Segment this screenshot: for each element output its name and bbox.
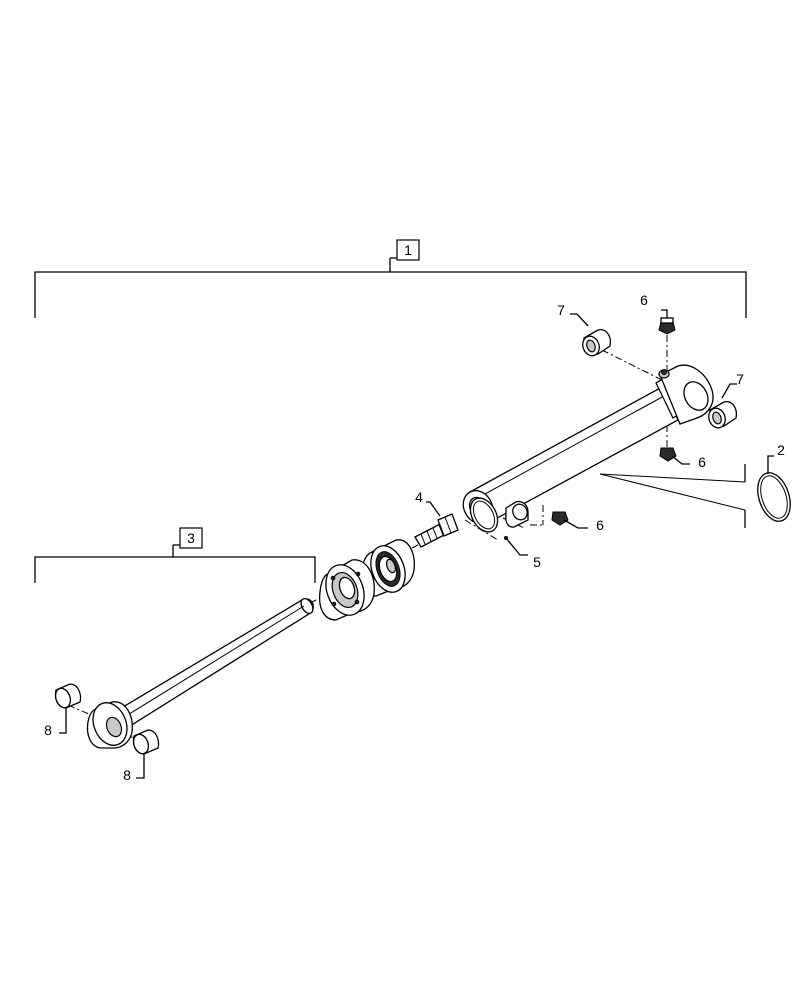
callout-label-6-port: 6 [596,517,604,533]
callout-box-3 [179,527,203,549]
bushing-8-right: 8 [123,729,160,783]
callout-label-7-right: 7 [736,371,744,387]
grease-fitting-top: 6 [640,292,676,335]
gland-head [318,559,375,621]
bracket-assembly-1: 1 [34,239,747,318]
bolt-item-4: 4 [414,489,459,548]
callout-label-6-right: 6 [698,454,706,470]
callout-label-4: 4 [415,489,423,505]
bracket-assembly-3: 3 [34,527,316,583]
callout-label-3: 3 [187,530,195,546]
o-ring-item-5: 5 [469,497,541,570]
bushing-7-left: 7 [557,302,612,357]
callout-box-1 [396,239,420,261]
callout-label-8-right: 8 [123,767,131,783]
bushing-8-left: 8 [44,683,82,738]
callout-label-1: 1 [404,242,412,258]
centerlines [67,335,715,741]
callout-label-2: 2 [777,442,785,458]
barrel-rear-eye [658,364,714,425]
rod-eye [86,701,133,749]
callout-label-6-top: 6 [640,292,648,308]
grease-fitting-port: 6 [551,511,604,533]
callout-label-7-left: 7 [557,302,565,318]
callout-label-5: 5 [533,554,541,570]
barrel-port-boss [505,500,529,528]
grease-fitting-right: 6 [659,447,706,470]
piston-rod [117,597,314,727]
callout-label-8-left: 8 [44,722,52,738]
bushing-7-right: 7 [708,371,744,429]
seal-kit-item-2: 2 [599,442,791,528]
